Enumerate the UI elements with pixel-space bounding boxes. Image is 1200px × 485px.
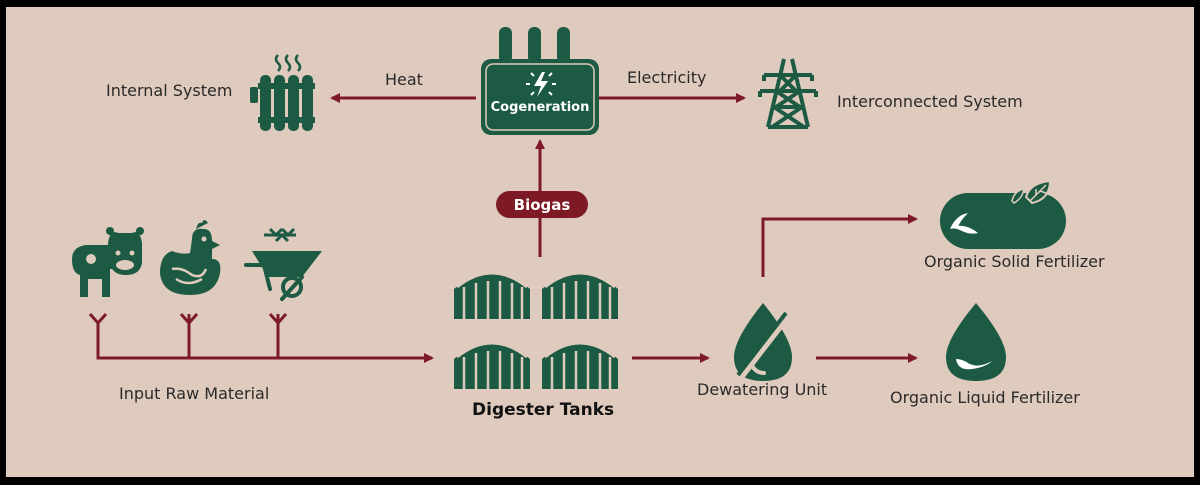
digester-tank-icon: [452, 270, 620, 391]
internal-system-label: Internal System: [106, 81, 233, 100]
cogeneration-label: Cogeneration: [490, 100, 590, 115]
biogas-badge: Biogas: [496, 191, 588, 218]
raw-material-feed-line: [96, 321, 434, 363]
input-raw-material-label: Input Raw Material: [119, 384, 270, 403]
cow-icon: [72, 227, 144, 297]
cogeneration-unit-icon: [481, 27, 599, 135]
flow-diagram: [72, 27, 1066, 391]
dewatering-unit-label: Dewatering Unit: [697, 380, 828, 399]
electricity-label: Electricity: [627, 68, 707, 87]
power-tower-icon: [758, 58, 818, 129]
wheelbarrow-wheat-icon: [244, 227, 322, 301]
interconnected-system-label: Interconnected System: [837, 92, 1023, 111]
organic-liquid-fertilizer-label: Organic Liquid Fertilizer: [890, 388, 1080, 407]
digester-tanks-label: Digester Tanks: [472, 400, 615, 420]
arrows: [88, 93, 918, 363]
feed-tick-1: [88, 313, 288, 358]
chicken-icon: [160, 220, 221, 295]
radiator-icon: [250, 54, 315, 131]
heat-label: Heat: [385, 70, 423, 89]
diagram-canvas: Cogeneration Biogas Internal System Heat…: [6, 7, 1194, 477]
solid-fertilizer-icon: [940, 179, 1066, 249]
organic-solid-fertilizer-label: Organic Solid Fertilizer: [924, 252, 1105, 271]
liquid-drop-icon: [946, 303, 1006, 381]
dewatering-drop-icon: [734, 303, 792, 381]
solid-fertilizer-arrow: [761, 214, 918, 277]
